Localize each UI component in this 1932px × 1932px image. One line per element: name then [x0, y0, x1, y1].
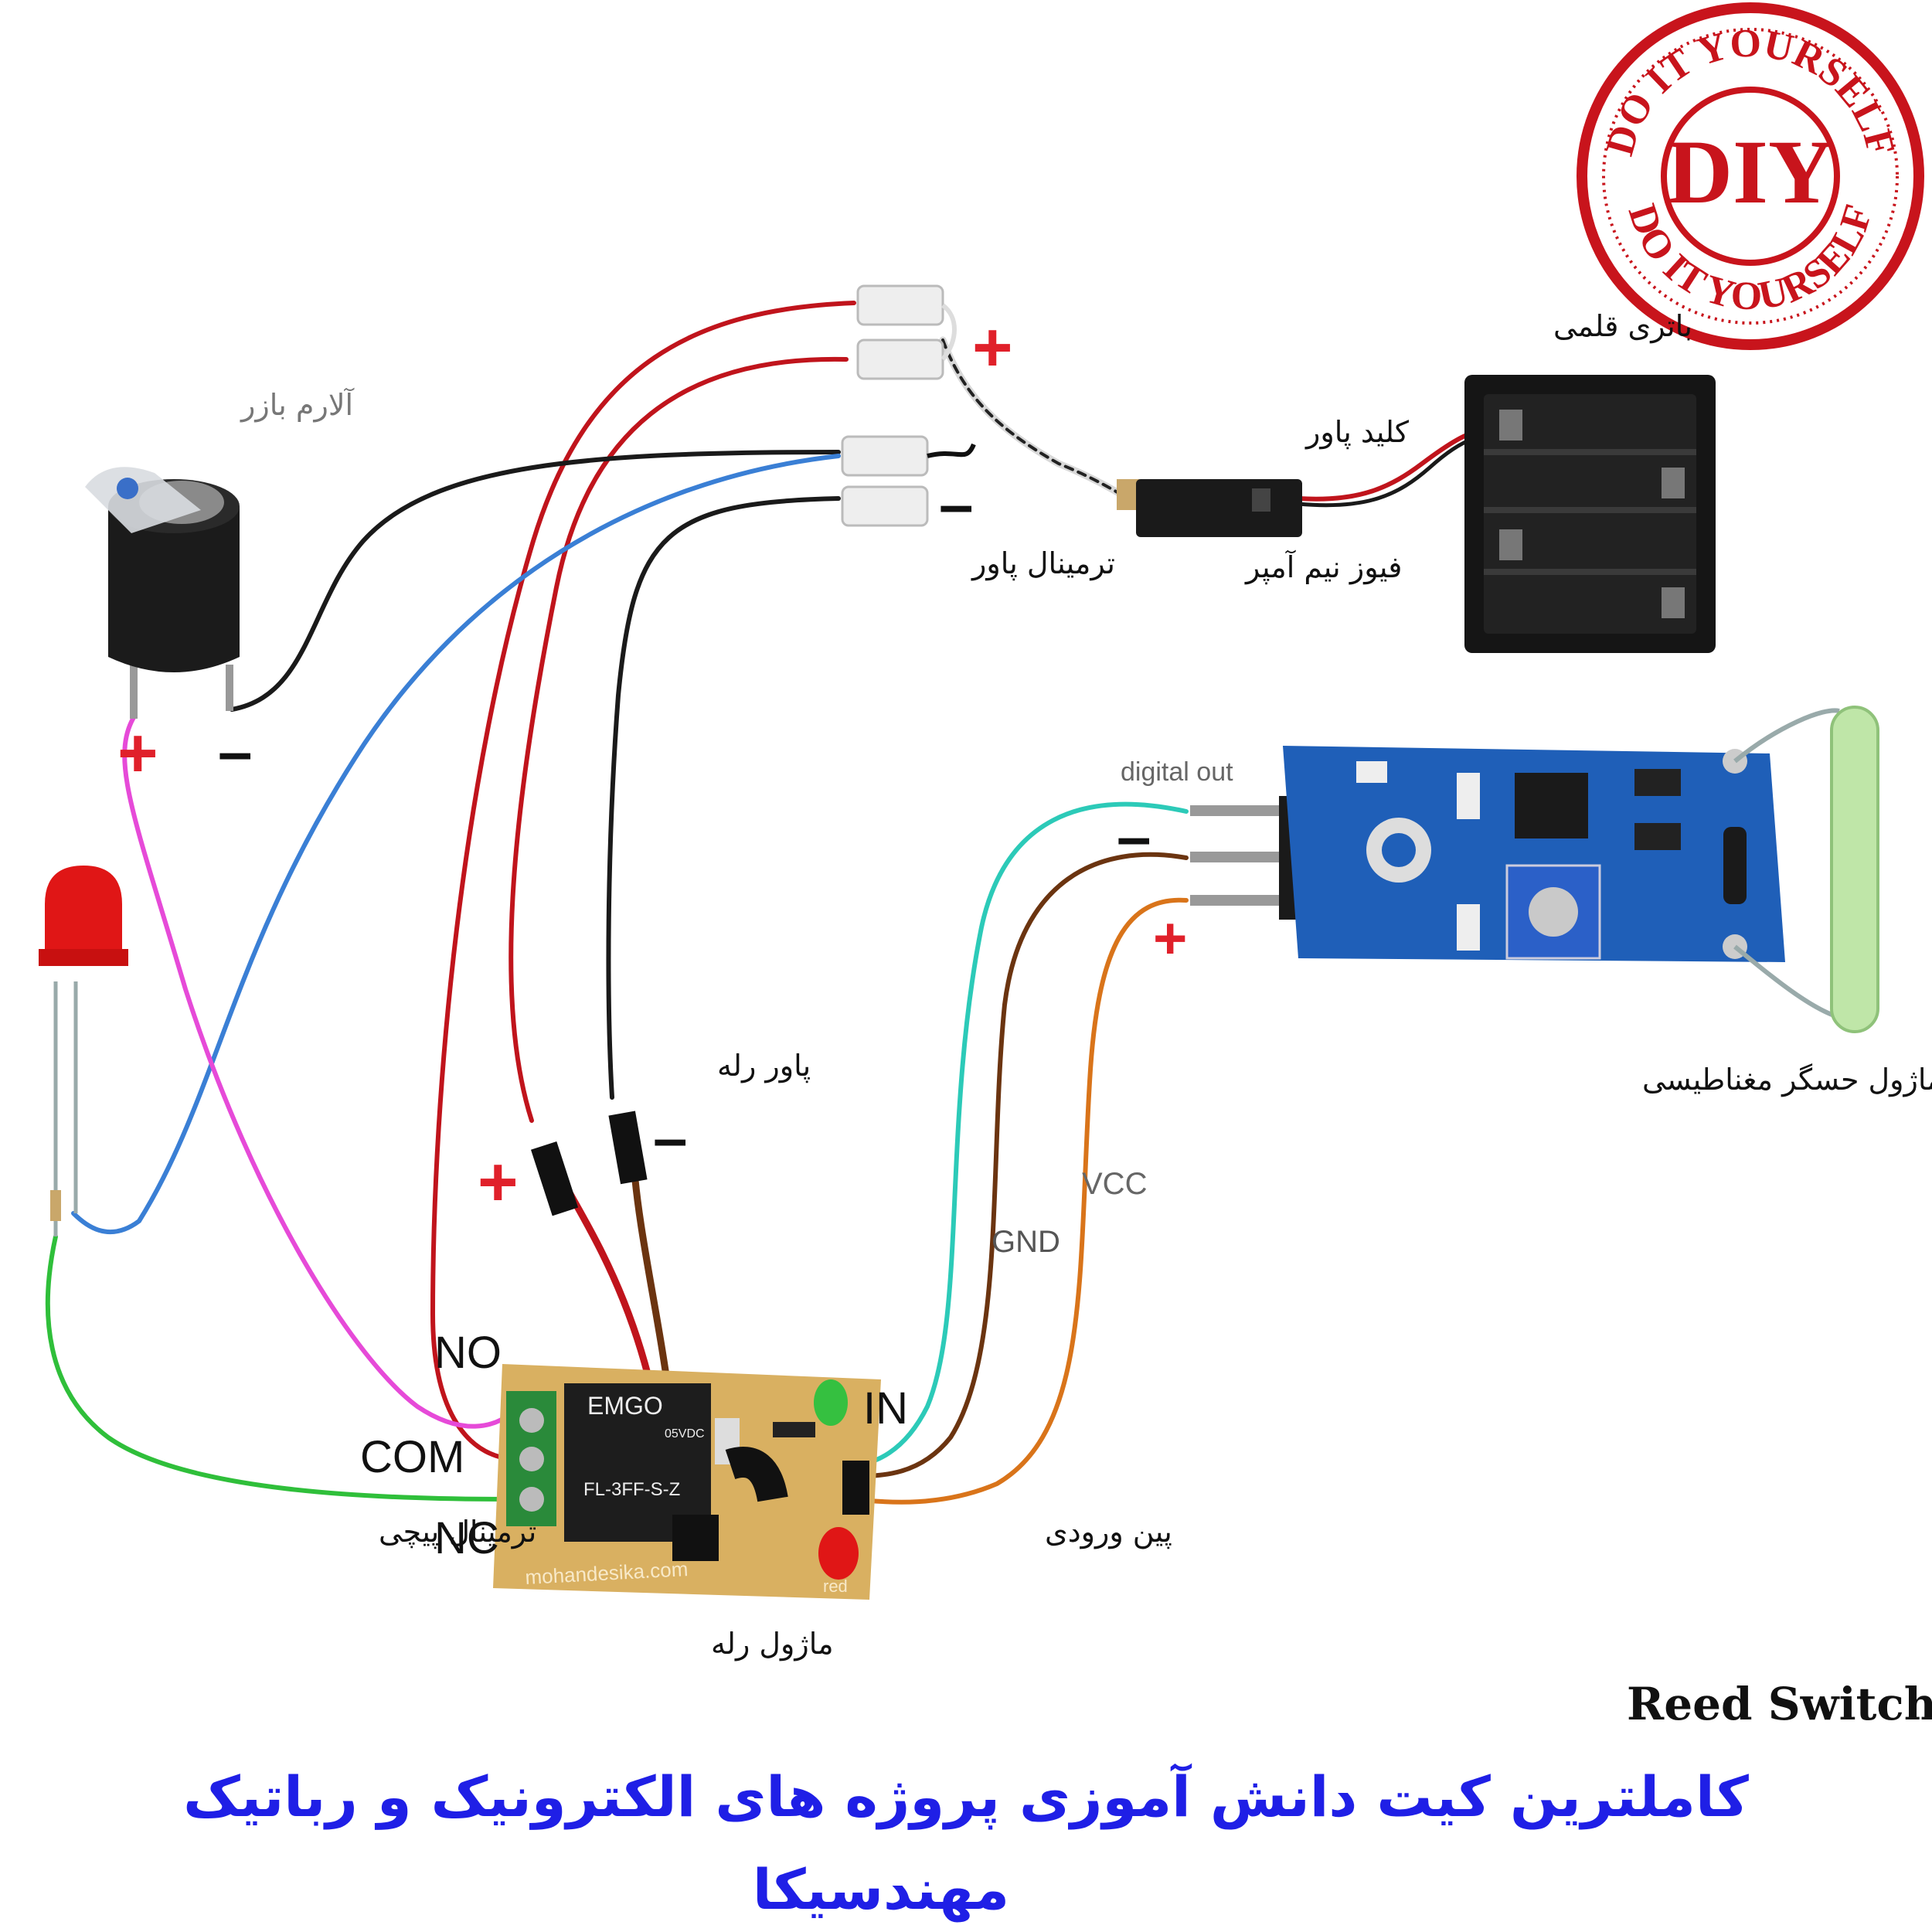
label-sensor-module: ماژول حسگر مغناطیسی	[1642, 1063, 1932, 1097]
label-relay-module: ماژول رله	[711, 1627, 834, 1662]
label-battery: باتری قلمی	[1553, 309, 1692, 344]
label-screw-terminal: ترمینال پیچی	[379, 1515, 536, 1549]
wire-red-to-relay-com	[430, 301, 856, 1461]
label-power-switch: کلید پاور	[1304, 415, 1410, 450]
relay-brand: EMGO	[587, 1392, 663, 1420]
battery-holder	[1464, 375, 1716, 653]
label-input-pin: پین ورودی	[1045, 1515, 1172, 1549]
wire-brown-gnd	[852, 852, 1189, 1478]
wire-orange-vcc	[852, 897, 1189, 1505]
pin-label-vcc: VCC	[1082, 1167, 1147, 1201]
footer-project-title: پروژه (۳۵تا ۳۷)کیت ماژول حسگر مغناطیسی م…	[1627, 1678, 1932, 1732]
wire-blue-to-led	[71, 454, 841, 1235]
footer-tagline: کاملترین کیت دانش آموزی پروژه های الکترو…	[183, 1763, 1749, 1830]
led	[39, 866, 128, 1236]
relay-module	[493, 1111, 881, 1600]
wire-switch-to-battery	[1296, 430, 1478, 502]
sign-minus-buzzer: –	[218, 717, 253, 786]
wire-green-led-to-relay-nc	[45, 1234, 512, 1502]
pin-label-com: COM	[360, 1432, 464, 1482]
wire-black-to-relay-power-minus	[606, 496, 841, 1100]
wire-red-to-relay-power-plus	[509, 356, 849, 1123]
pin-label-gnd: GND	[992, 1225, 1060, 1259]
sign-plus-terminal: +	[972, 309, 1013, 386]
sign-minus-terminal: –	[939, 470, 974, 539]
reed-sensor-module	[1190, 706, 1879, 1033]
sign-plus-buzzer: +	[117, 715, 158, 792]
wire-pink-buzzer-to-relay	[122, 713, 512, 1429]
label-buzzer: آلارم بازر	[240, 387, 354, 422]
pin-label-in: IN	[863, 1383, 908, 1434]
relay-model: FL-3FF-S-Z	[583, 1479, 680, 1500]
relay-rating: 05VDC	[665, 1427, 705, 1440]
wire-black-to-buzzer-minus	[230, 450, 841, 712]
power-terminal-blocks	[841, 284, 976, 527]
wire-cyan-digital-out	[852, 801, 1189, 1467]
relay-led-label: red	[823, 1577, 848, 1596]
power-switch	[1117, 479, 1302, 537]
sign-plus-relay-power: +	[478, 1144, 519, 1221]
wire-twisted-pair-stripe	[941, 338, 1130, 500]
wire-switch-to-battery-black	[1296, 435, 1482, 508]
pin-label-digital-out: digital out	[1121, 757, 1233, 787]
diy-stamp: DO IT YOURSELF DO IT YOURSELF DIY	[1577, 2, 1924, 350]
sign-minus-relay-power: –	[653, 1104, 688, 1172]
pin-label-no: NO	[434, 1328, 502, 1378]
label-fuse: فیوز نیم آمپر	[1244, 549, 1402, 585]
label-relay-power: پاور رله	[717, 1049, 811, 1083]
sign-minus-sensor: –	[1117, 802, 1151, 871]
stamp-center: DIY	[1667, 121, 1834, 223]
wires	[45, 301, 1482, 1549]
footer-brand: مهندسیکا	[753, 1857, 1009, 1923]
pin-label-nc: NC	[434, 1513, 499, 1563]
buzzer	[85, 467, 240, 719]
label-power-terminal: ترمینال پاور	[971, 546, 1115, 581]
sign-plus-sensor: +	[1153, 906, 1187, 971]
